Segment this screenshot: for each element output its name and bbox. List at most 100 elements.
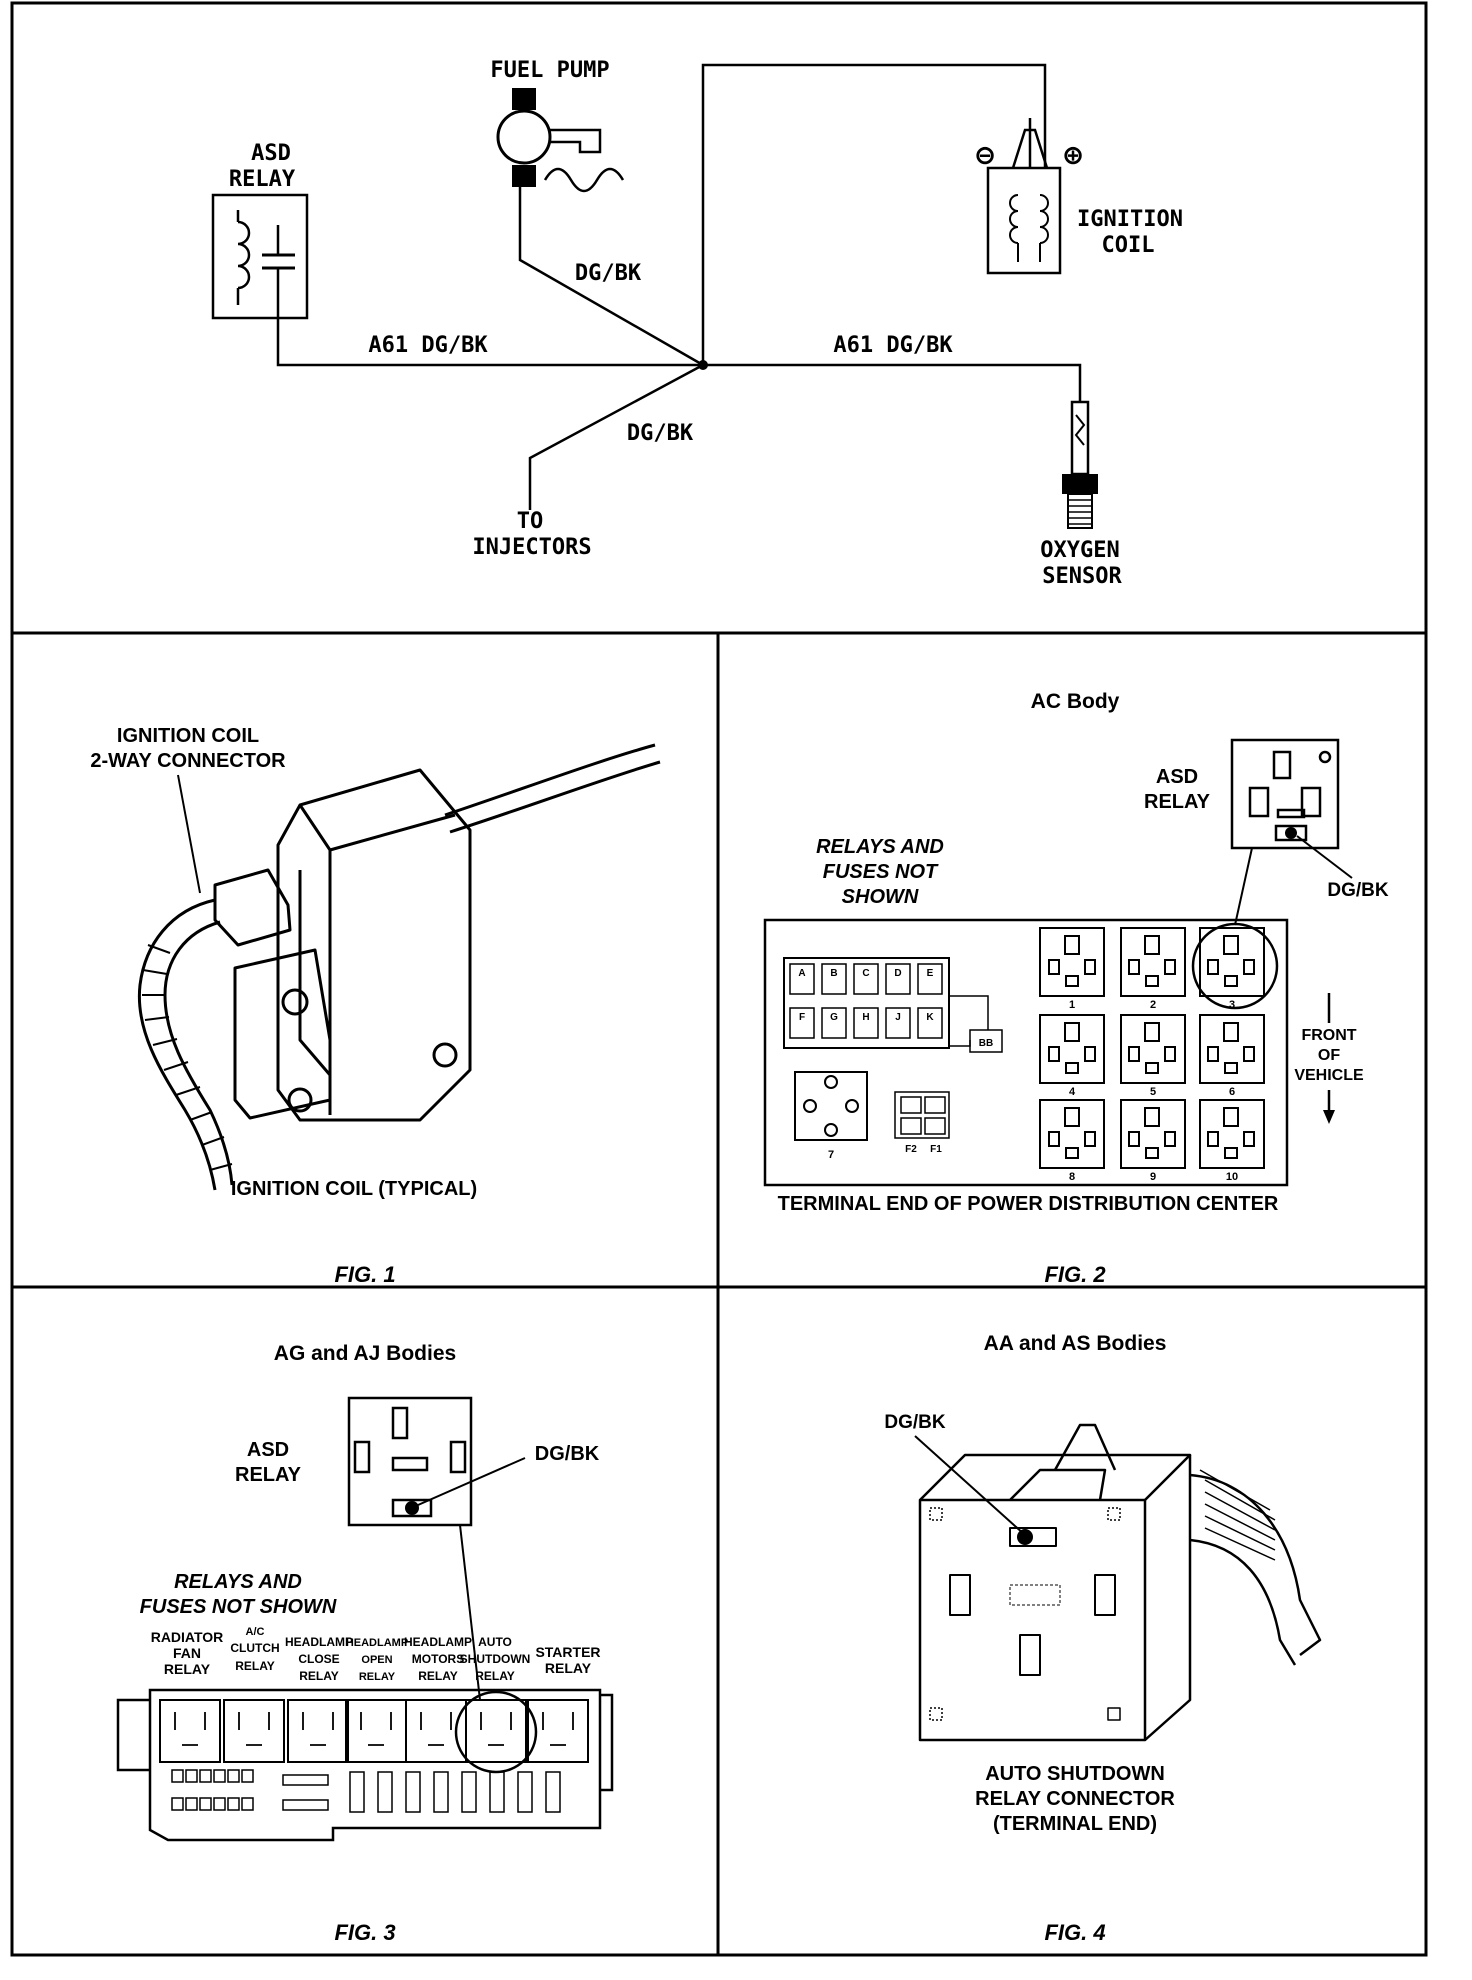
oxygen-sensor-icon (1062, 400, 1098, 529)
fig2-front-label-1: FRONT (1301, 1027, 1356, 1044)
fig2-note-1: RELAYS AND (816, 836, 944, 858)
ac-clutch-relay-l1: A/C (246, 1626, 265, 1638)
starter-relay-l1: STARTER (535, 1644, 600, 1660)
fig2-fuse-block (783, 957, 950, 1049)
asd-relay-label-2: RELAY (229, 167, 296, 192)
headlamp-close-relay-l2: CLOSE (298, 1652, 339, 1666)
fig1-connector-label-1: IGNITION COIL (117, 725, 259, 747)
headlamp-close-relay-l3: RELAY (299, 1669, 339, 1683)
radiator-fan-relay-l3: RELAY (164, 1661, 211, 1677)
fig2-asd-label-2: RELAY (1144, 791, 1211, 813)
auto-shutdown-relay-l1: AUTO (478, 1635, 512, 1649)
fig2-relay-7 (794, 1071, 868, 1141)
headlamp-open-relay-l1: HEADLAMP (346, 1637, 408, 1649)
headlamp-motors-relay-l1: HEADLAMP (404, 1635, 472, 1649)
fig2-fuse-bb (969, 1029, 1003, 1053)
fuse-h-label: H (862, 1012, 869, 1023)
fig3-dg-bk-terminal (405, 1501, 419, 1515)
fuse-bb-label: BB (979, 1038, 993, 1049)
fuse-b-label: B (830, 968, 837, 979)
relay-5-number: 5 (1150, 1086, 1156, 1098)
fuse-c-label: C (862, 968, 869, 979)
fig2-panel: AC Body ASD RELAY DG/BK RELAYS AND FUSES… (763, 690, 1389, 1287)
ignition-coil-illustration (137, 743, 661, 1191)
front-arrow-head-icon (1323, 1110, 1335, 1124)
relay-4-number: 4 (1069, 1086, 1076, 1098)
fig3-note-1: RELAYS AND (174, 1571, 302, 1593)
fig4-panel: AA and AS Bodies DG/BK AUTO SHUTDOWN REL… (884, 1332, 1322, 1945)
ac-clutch-relay-l2: CLUTCH (230, 1641, 279, 1655)
fig4-caption-3: (TERMINAL END) (993, 1813, 1157, 1835)
fig3-label: FIG. 3 (334, 1920, 395, 1945)
relay-10-number: 10 (1226, 1171, 1238, 1183)
fig4-caption-1: AUTO SHUTDOWN (985, 1763, 1165, 1785)
splice-point (698, 360, 708, 370)
relay-3-number: 3 (1229, 999, 1235, 1011)
starter-relay-l2: RELAY (545, 1660, 592, 1676)
fig2-fuse-row-bottom: F G H J K (789, 1007, 943, 1039)
radiator-fan-relay-l2: FAN (173, 1645, 201, 1661)
fig2-asd-highlight-circle (1191, 922, 1279, 1010)
fig1-connector-label-2: 2-WAY CONNECTOR (90, 750, 286, 772)
fuse-f2-label: F2 (905, 1144, 917, 1155)
fig4-label: FIG. 4 (1044, 1920, 1105, 1945)
fig2-fuses-f1-f2 (894, 1091, 950, 1139)
relay-9-number: 9 (1150, 1171, 1156, 1183)
fig1-panel: IGNITION COIL 2-WAY CONNECTOR IGNITION C… (90, 725, 661, 1287)
fig2-caption: TERMINAL END OF POWER DISTRIBUTION CENTE… (778, 1193, 1279, 1215)
fig2-pdc-outline (763, 918, 1289, 1187)
ignition-coil-label-2: COIL (1102, 233, 1155, 258)
fig4-caption-2: RELAY CONNECTOR (975, 1788, 1175, 1810)
fig3-relay-box (116, 1688, 614, 1842)
fuse-f1-label: F1 (930, 1144, 942, 1155)
wire-label-fuel-pump: DG/BK (575, 261, 642, 286)
injectors-label-2: INJECTORS (472, 535, 591, 560)
asd-connector-illustration (918, 1423, 1322, 1742)
fig2-asd-label-1: ASD (1156, 766, 1198, 788)
oxygen-sensor-label-1: OXYGEN (1040, 538, 1119, 563)
fig3-asd-label-1: ASD (247, 1439, 289, 1461)
wire-label-left: A61 DG/BK (368, 333, 488, 358)
fig3-asd-highlight-circle (454, 1690, 538, 1774)
fig3-asd-relay-socket (347, 1396, 473, 1527)
fig2-front-label-3: VEHICLE (1294, 1067, 1364, 1084)
fuse-e-label: E (927, 968, 934, 979)
fig2-asd-relay-socket (1230, 738, 1340, 850)
auto-shutdown-relay-l3: RELAY (475, 1669, 515, 1683)
fig3-note-2: FUSES NOT SHOWN (140, 1596, 337, 1618)
asd-relay-label-1: ASD (251, 141, 291, 166)
relay-7-number: 7 (828, 1149, 834, 1161)
oxygen-sensor-label-2: SENSOR (1042, 564, 1122, 589)
headlamp-motors-relay-l3: RELAY (418, 1669, 458, 1683)
fig2-fuse-row-top: A B C D E (789, 963, 943, 995)
relay-1-number: 1 (1069, 999, 1075, 1011)
ignition-coil-schematic (986, 118, 1062, 275)
page-frame (10, 1, 1428, 1957)
fig1-caption: IGNITION COIL (TYPICAL) (231, 1178, 477, 1200)
ignition-coil-label-1: IGNITION (1077, 207, 1183, 232)
fig3-panel: AG and AJ Bodies ASD RELAY DG/BK RELAYS … (116, 1342, 614, 1945)
headlamp-open-relay-l2: OPEN (361, 1654, 392, 1666)
fuse-f-label: F (799, 1012, 805, 1023)
fig4-dg-bk-terminal (1017, 1529, 1033, 1545)
fuse-j-label: J (895, 1012, 901, 1023)
plus-terminal-icon: ⊕ (1064, 138, 1082, 173)
relay-6-number: 6 (1229, 1086, 1235, 1098)
fig2-relay-grid (1039, 927, 1265, 1169)
fig1-label: FIG. 1 (334, 1262, 395, 1287)
injectors-label-1: TO (517, 509, 544, 534)
fig2-note-3: SHOWN (842, 886, 919, 908)
relay-8-number: 8 (1069, 1171, 1075, 1183)
ac-clutch-relay-l3: RELAY (235, 1659, 275, 1673)
fig3-title: AG and AJ Bodies (274, 1342, 456, 1365)
wiring-schematic: ASD RELAY FUEL PUMP DG/BK A61 DG/BK A61 … (211, 58, 1183, 589)
fig3-relay-labels: RADIATOR FAN RELAY A/C CLUTCH RELAY HEAD… (151, 1626, 601, 1683)
fuse-a-label: A (798, 968, 805, 979)
fig2-front-label-2: OF (1318, 1047, 1340, 1064)
fuse-k-label: K (926, 1012, 934, 1023)
fig2-dg-bk-terminal (1285, 827, 1297, 839)
fuel-pump-label: FUEL PUMP (490, 58, 609, 83)
headlamp-open-relay-l3: RELAY (359, 1671, 396, 1683)
fuse-d-label: D (894, 968, 901, 979)
